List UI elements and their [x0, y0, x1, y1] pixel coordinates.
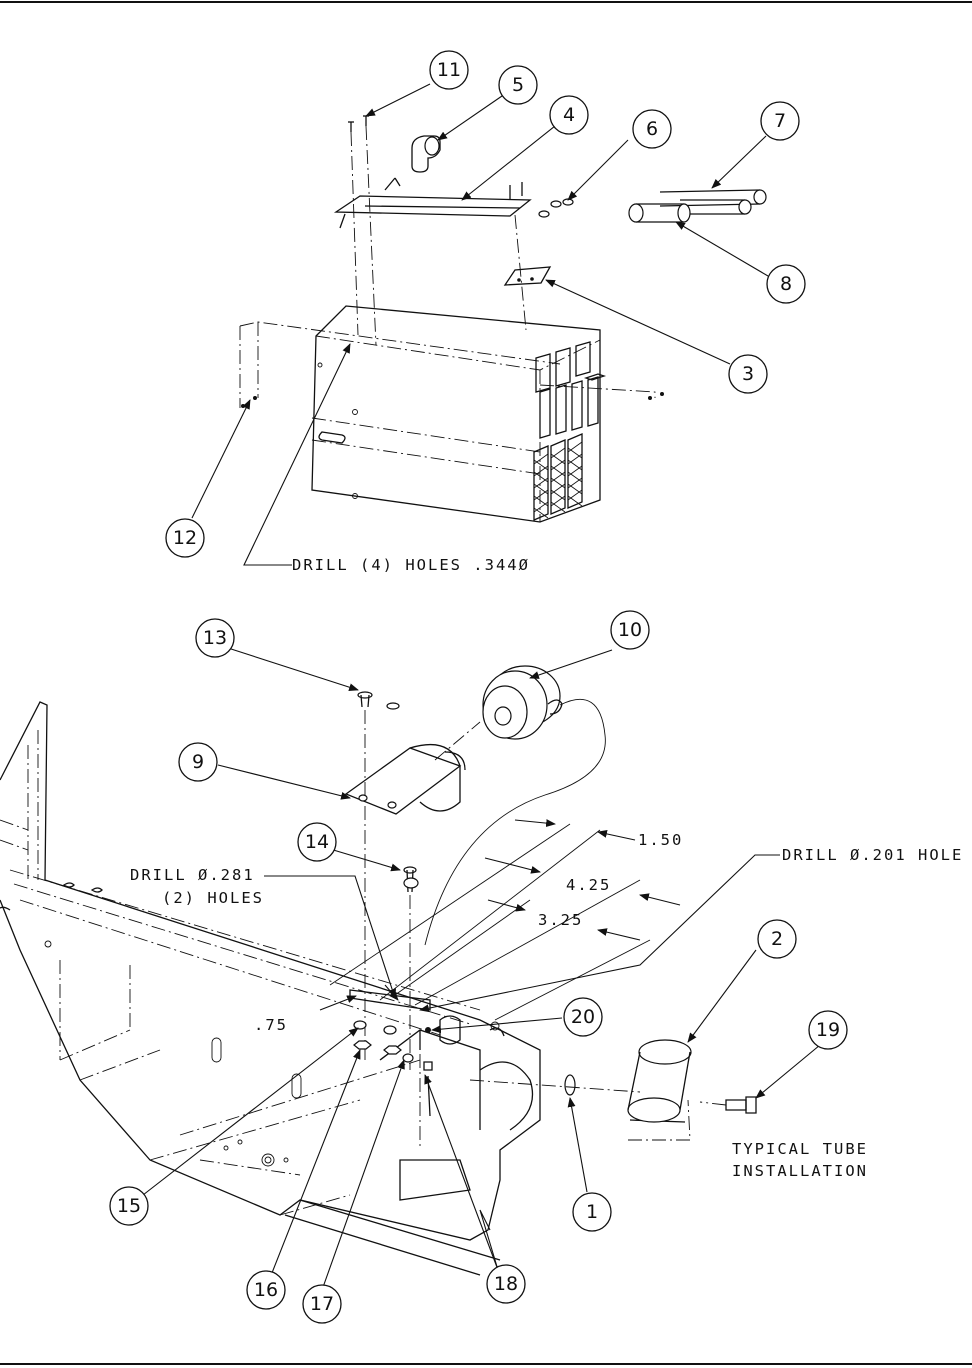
balloon-12: 12	[165, 518, 205, 558]
tube-part-8	[628, 203, 691, 223]
balloon-15: 15	[109, 1186, 149, 1226]
bracket-part-3	[503, 266, 552, 286]
balloon-5: 5	[498, 65, 538, 105]
svg-text:12: 12	[173, 527, 197, 549]
dimension-4-25: 4.25	[566, 876, 611, 894]
balloon-6: 6	[632, 109, 672, 149]
lower-assembly: DRILL Ø.281 (2) HOLES DRILL Ø.201 HOLE T…	[0, 647, 963, 1291]
svg-text:18: 18	[494, 1273, 518, 1295]
svg-text:15: 15	[117, 1195, 141, 1217]
elbow-part-5	[411, 135, 441, 173]
tube-part-7	[659, 189, 767, 215]
dimension-3-25: 3.25	[538, 911, 583, 929]
bolt-part-14	[403, 866, 419, 1070]
balloon-18: 18	[486, 1264, 526, 1304]
balloon-16: 16	[246, 1270, 286, 1310]
typical-tube-note-line1: TYPICAL TUBE	[732, 1140, 868, 1158]
part-balloons: 11 5 4 6 7 8 3 12 13 10 9 14 2 20 19 15 …	[109, 50, 848, 1324]
drill-344-note: DRILL (4) HOLES .344Ø	[292, 556, 530, 574]
svg-text:2: 2	[771, 928, 783, 950]
washer-part-6	[538, 198, 574, 218]
balloon-2: 2	[757, 919, 797, 959]
svg-text:5: 5	[512, 74, 524, 96]
svg-text:13: 13	[203, 627, 227, 649]
drill-201-note: DRILL Ø.201 HOLE	[782, 846, 963, 864]
balloon-1: 1	[572, 1192, 612, 1232]
fastener-cluster	[353, 1020, 433, 1117]
vent-grille	[533, 433, 583, 521]
svg-text:9: 9	[192, 751, 204, 773]
balloon-11: 11	[429, 50, 469, 90]
washer-part-1	[469, 1074, 641, 1096]
heater-box	[239, 305, 664, 523]
balloon-4: 4	[549, 95, 589, 135]
svg-text:8: 8	[780, 273, 792, 295]
typical-tube-note-line2: INSTALLATION	[732, 1162, 868, 1180]
bolt-part-19	[699, 1096, 757, 1114]
svg-text:10: 10	[618, 619, 642, 641]
balloon-8: 8	[766, 264, 806, 304]
balloon-20: 20	[563, 997, 603, 1037]
svg-text:14: 14	[305, 831, 329, 853]
svg-text:4: 4	[563, 104, 575, 126]
svg-text:7: 7	[774, 110, 786, 132]
svg-text:1: 1	[586, 1201, 598, 1223]
drill-281-note-line2: (2) HOLES	[162, 889, 264, 907]
svg-text:17: 17	[310, 1293, 334, 1315]
upper-assembly: DRILL (4) HOLES .344Ø	[191, 83, 769, 574]
balloon-19: 19	[808, 1010, 848, 1050]
svg-text:11: 11	[437, 59, 461, 81]
balloon-13: 13	[195, 618, 235, 658]
balloon-17: 17	[302, 1284, 342, 1324]
balloon-9: 9	[178, 742, 218, 782]
balloon-14: 14	[297, 822, 337, 862]
balloon-3: 3	[728, 354, 768, 394]
tube-part-2	[627, 1039, 692, 1141]
bolt-part-13	[357, 691, 400, 1060]
drill-281-note-line1: DRILL Ø.281	[130, 866, 255, 884]
balloon-10: 10	[610, 610, 650, 650]
svg-text:16: 16	[254, 1279, 278, 1301]
bracket-part-4	[333, 177, 532, 331]
dimension-lines	[319, 819, 681, 1021]
bolt-part-11	[348, 115, 377, 346]
bracket-part-9	[344, 721, 481, 815]
dimension-1-50: 1.50	[638, 831, 683, 849]
balloon-7: 7	[760, 101, 800, 141]
svg-text:19: 19	[816, 1019, 840, 1041]
svg-text:6: 6	[646, 118, 658, 140]
mower-frame	[0, 701, 541, 1276]
dimension-0-75: .75	[254, 1016, 288, 1034]
svg-text:20: 20	[571, 1006, 595, 1028]
heater-part-10	[424, 665, 606, 946]
svg-text:3: 3	[742, 363, 754, 385]
